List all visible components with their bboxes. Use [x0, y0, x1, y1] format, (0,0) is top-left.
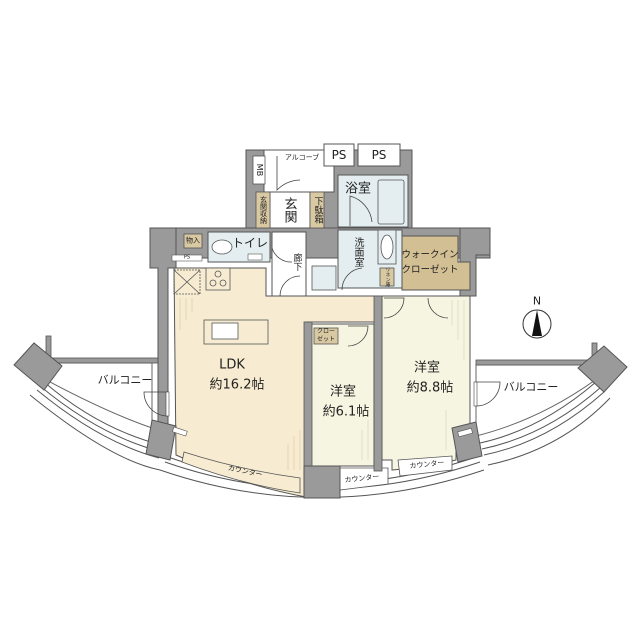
- closet-label-1: クロー: [316, 328, 336, 335]
- bedroom-1-size: 約6.1帖: [322, 404, 370, 420]
- mb-box: [252, 155, 266, 185]
- balcony-right-label: バルコニー: [503, 380, 559, 394]
- bedroom-2-size: 約8.8帖: [406, 380, 454, 396]
- washing-machine: [311, 265, 337, 291]
- alcove: [263, 149, 335, 193]
- bathtub: [377, 179, 405, 225]
- hallway-label: 廊下: [291, 253, 302, 271]
- ps-shaft-1: [323, 143, 355, 167]
- toilet-label: トイレ: [231, 236, 269, 250]
- room-hallway: [271, 231, 307, 297]
- toilet-bowl: [211, 239, 233, 255]
- linen-label: リネン庫: [384, 267, 391, 287]
- ps-shaft-small: [171, 254, 203, 262]
- entrance-storage-label: 玄関収納: [259, 196, 268, 224]
- closet-label-2: ゼット: [316, 336, 336, 343]
- ps-label-1: PS: [331, 148, 347, 162]
- linen-closet: [379, 267, 395, 287]
- storage-room-label: 物入: [186, 236, 200, 245]
- entrance-storage: [255, 191, 271, 229]
- entrance-label: 玄関: [281, 197, 297, 223]
- ps-label-small: PS: [183, 254, 191, 261]
- storage-room: [183, 233, 203, 249]
- pillar-right-end: [577, 345, 628, 393]
- north-compass: [522, 309, 552, 339]
- shoe-box: [309, 191, 325, 229]
- compass-north-label: N: [532, 294, 542, 308]
- ps-shaft-2: [357, 143, 401, 167]
- alcove-label: アルコーブ: [284, 153, 320, 162]
- sink: [211, 322, 239, 340]
- bath-label: 浴室: [344, 181, 372, 197]
- shoe-box-label: 下駄箱: [312, 196, 323, 224]
- washbasin: [380, 234, 394, 260]
- walkin-label-1: ウォークイン: [401, 249, 459, 261]
- room-bedroom-1: [309, 323, 375, 484]
- walkin-label-2: クローゼット: [401, 264, 459, 276]
- fridge-space: [173, 269, 201, 295]
- balcony-left-label: バルコニー: [97, 373, 153, 387]
- mb-label: MB: [255, 163, 264, 177]
- ps-label-2: PS: [371, 148, 387, 162]
- balcony-right: [475, 364, 599, 437]
- pillar-ldk: [145, 419, 177, 461]
- walk-in-closet: [401, 235, 471, 291]
- bedroom-2-name: 洋室: [413, 360, 441, 376]
- cooktop: [205, 267, 231, 291]
- washroom-label: 洗面室: [352, 237, 363, 267]
- closet-bedroom-1: [313, 327, 339, 345]
- pillar-bedroom-2: [451, 421, 483, 463]
- bedroom-1-name: 洋室: [329, 384, 357, 400]
- ldk-size: 約16.2帖: [209, 377, 265, 393]
- pillar-left-end: [13, 342, 63, 391]
- ldk-name: LDK: [219, 357, 245, 373]
- ldk-floor-hatching: [179, 298, 301, 470]
- bedroom-floor-hatching: [361, 300, 465, 460]
